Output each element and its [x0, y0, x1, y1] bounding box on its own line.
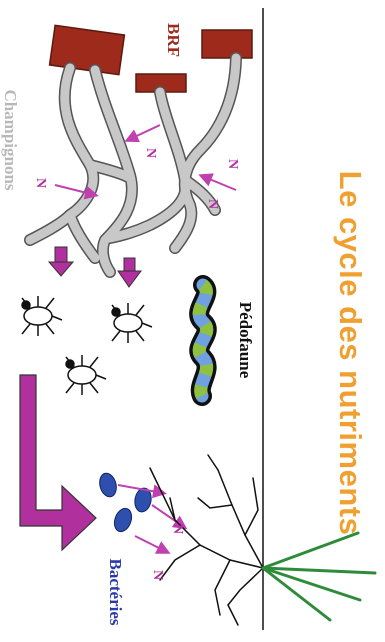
mite	[112, 303, 152, 343]
mite	[66, 355, 106, 395]
nutrient-arrow	[202, 176, 236, 190]
brf-label: BRF	[163, 10, 183, 70]
nutrient-label: N	[142, 146, 158, 160]
bacteries-label: Bactéries	[105, 547, 125, 637]
bacterium	[111, 506, 134, 534]
nutrient-label: N	[204, 197, 220, 211]
fauna-to-bacteria-arrow	[20, 375, 96, 550]
nutrient-label: N	[149, 568, 165, 582]
fungi-to-fauna-arrow	[49, 247, 73, 276]
pedofaune-label: Pédofaune	[235, 290, 255, 390]
mite	[22, 296, 62, 336]
brf-chip	[202, 30, 252, 58]
brf-chip	[50, 25, 125, 74]
earthworm	[199, 285, 207, 396]
champignons-label: Champignons	[0, 75, 20, 205]
diagram-title: Le cycle des nutriments	[332, 133, 368, 573]
nutrient-label: N	[224, 157, 240, 171]
bacterium	[97, 471, 119, 498]
fungi-to-fauna-arrow	[118, 258, 141, 287]
nutrient-label: N	[169, 522, 185, 536]
plant-roots	[150, 455, 263, 625]
nutrient-label: N	[32, 176, 48, 190]
nutrient-arrow	[128, 125, 160, 140]
nutrient-arrow	[135, 536, 167, 552]
